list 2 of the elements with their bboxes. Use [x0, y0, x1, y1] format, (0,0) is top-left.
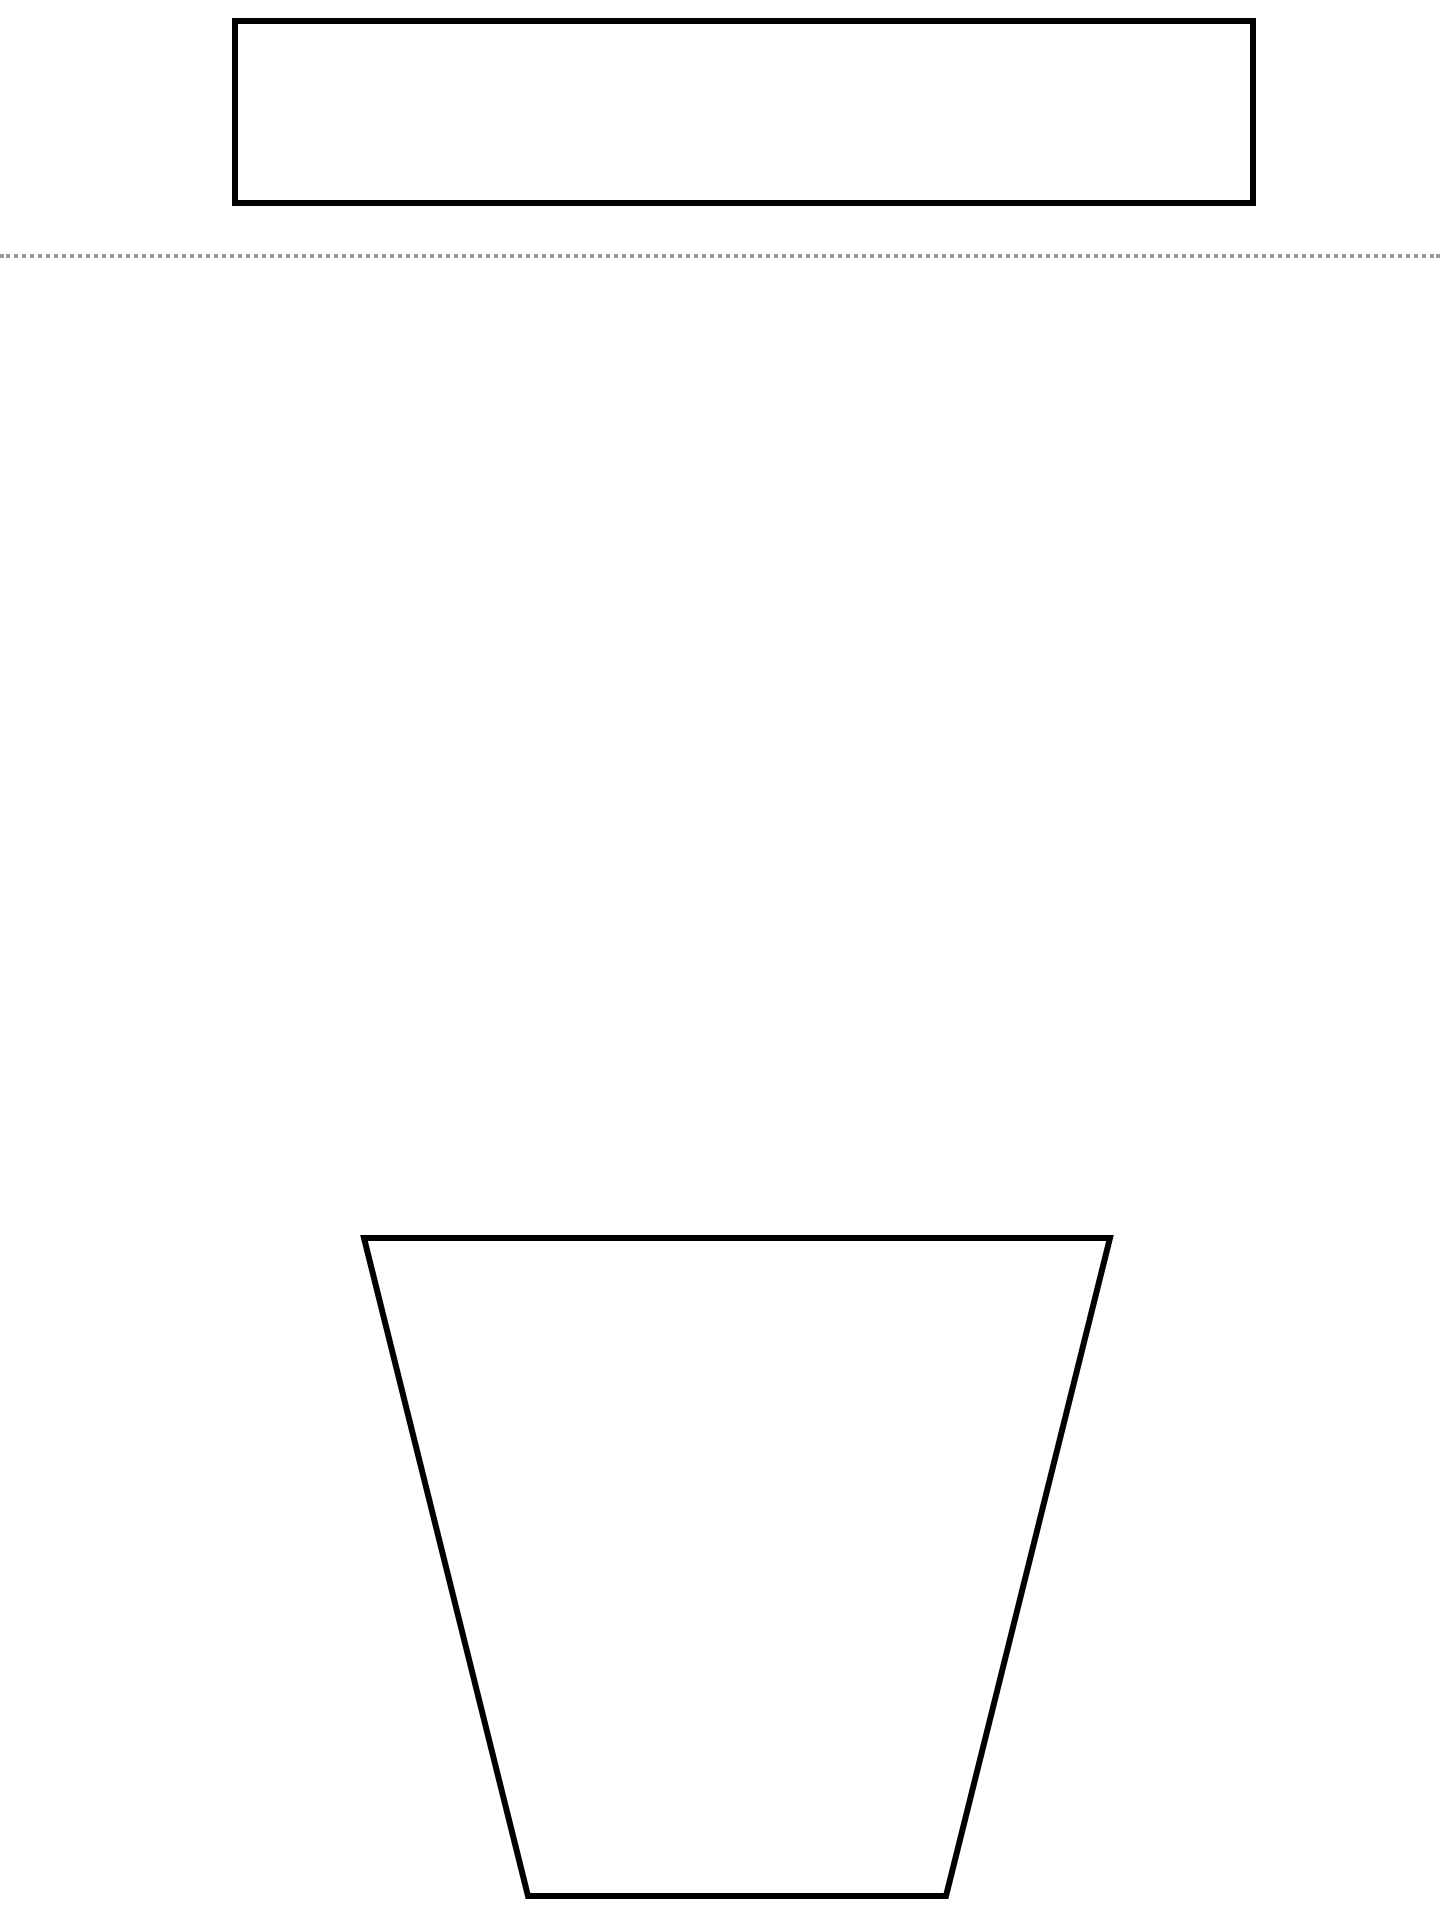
trapezoid-shape	[360, 1235, 1114, 1899]
empty-box	[232, 18, 1256, 206]
